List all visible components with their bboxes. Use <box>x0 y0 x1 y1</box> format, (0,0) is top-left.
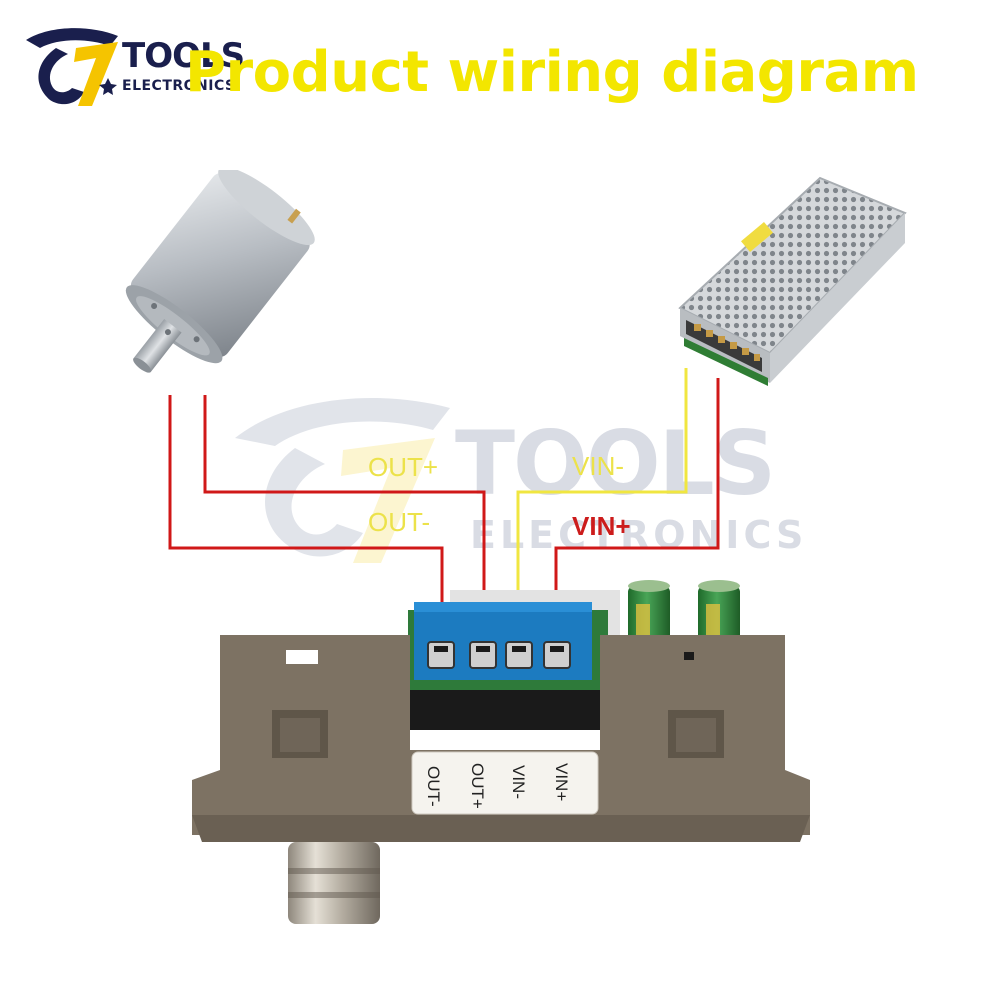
logo-text-electronics: ELECTRONICS <box>122 78 236 94</box>
page-title: Product wiring diagram <box>185 40 919 105</box>
terminal-label-vin-minus: VIN- <box>509 765 528 799</box>
label-vin-minus: VIN- <box>572 451 624 481</box>
terminal-label-out-plus: OUT+ <box>468 763 487 809</box>
terminal-label-out-minus: OUT- <box>424 766 443 807</box>
watermark-logo-icon <box>235 398 450 563</box>
wire-out-plus <box>203 395 486 660</box>
wire-vin-minus <box>516 368 688 660</box>
terminal-label-vin-plus: VIN+ <box>552 763 571 802</box>
label-out-plus: OUT+ <box>368 452 439 482</box>
logo-text-tools: TOOLS <box>122 36 245 76</box>
label-out-minus: OUT- <box>368 507 431 537</box>
watermark-text-electronics: ELECTRONICS <box>470 513 808 557</box>
watermark-text-tools: TOOLS <box>455 412 776 515</box>
controller-module-icon <box>192 580 810 924</box>
power-supply-icon <box>678 176 907 386</box>
label-vin-plus: VIN+ <box>572 511 631 541</box>
motor-icon <box>125 170 315 373</box>
brand-logo-icon <box>26 28 118 106</box>
